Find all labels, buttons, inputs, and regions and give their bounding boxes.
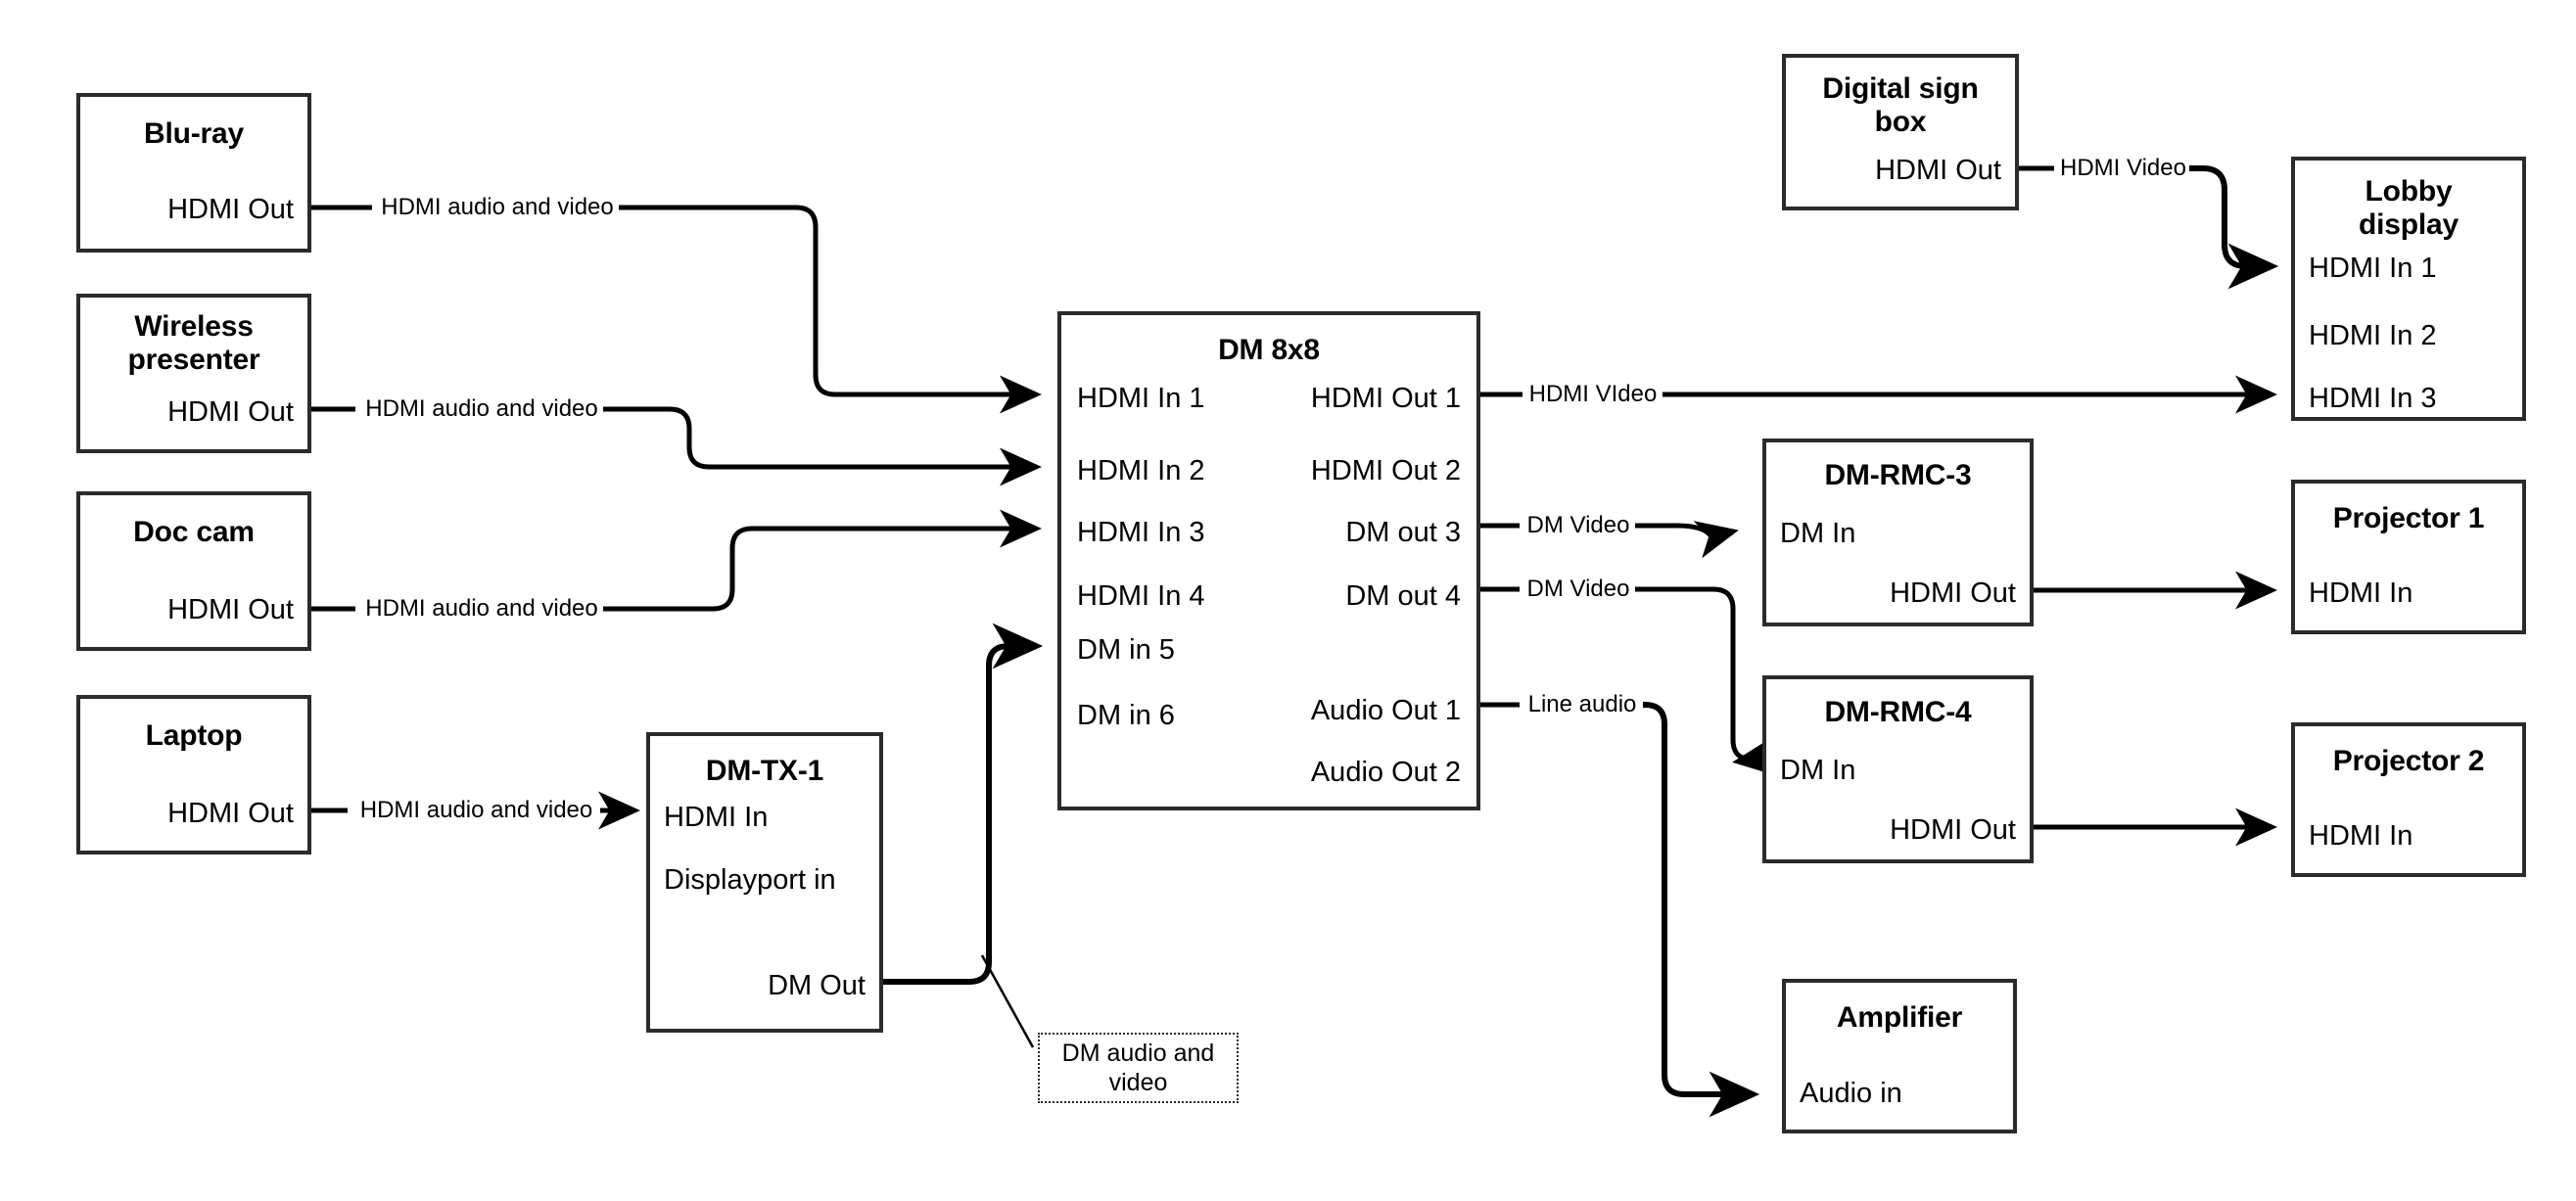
doc-cam-port-hdmi-out: HDMI Out <box>167 594 294 625</box>
node-dm-tx-1[interactable]: DM-TX-1 HDMI In Displayport in DM Out <box>646 732 883 1033</box>
wire-label-dm-out-3: DM Video <box>1522 512 1635 539</box>
wire-label-audio-out-1: Line audio <box>1522 691 1643 718</box>
dm-8x8-port-dm-in-6: DM in 6 <box>1077 700 1175 731</box>
dm-8x8-port-dm-in-5: DM in 5 <box>1077 634 1175 666</box>
node-wireless-presenter[interactable]: Wireless presenter HDMI Out <box>76 294 311 453</box>
dm-rmc-4-title: DM-RMC-4 <box>1824 696 1972 728</box>
wire-label-laptop: HDMI audio and video <box>352 797 600 824</box>
note-dm-audio-and-video: DM audio and video <box>1038 1033 1239 1103</box>
amplifier-title: Amplifier <box>1836 1001 1963 1034</box>
dm-8x8-port-dm-out-4: DM out 4 <box>1345 580 1461 612</box>
note-line-1: DM audio and <box>1061 1039 1215 1067</box>
lobby-display-title-line1: Lobby <box>2365 175 2453 208</box>
dm-rmc-3-port-dm-in: DM In <box>1780 518 1856 549</box>
laptop-port-hdmi-out: HDMI Out <box>167 798 294 829</box>
node-dm-rmc-4[interactable]: DM-RMC-4 DM In HDMI Out <box>1762 675 2034 863</box>
node-doc-cam[interactable]: Doc cam HDMI Out <box>76 491 311 651</box>
amplifier-port-audio-in: Audio in <box>1800 1078 1902 1109</box>
digital-sign-box-title-line1: Digital sign <box>1822 72 1979 105</box>
note-line-2: video <box>1108 1069 1168 1096</box>
dm-tx-1-title: DM-TX-1 <box>705 755 824 787</box>
wire-label-dm-out-4: DM Video <box>1522 576 1635 603</box>
node-blu-ray[interactable]: Blu-ray HDMI Out <box>76 93 311 253</box>
wire-label-doccam: HDMI audio and video <box>360 595 603 623</box>
wire-sign-to-lobby-in1 <box>2019 165 2279 290</box>
node-projector-2[interactable]: Projector 2 HDMI In <box>2291 722 2526 877</box>
lobby-display-title-line2: display <box>2359 208 2459 241</box>
blu-ray-title: Blu-ray <box>144 117 244 150</box>
node-dm-8x8[interactable]: DM 8x8 HDMI In 1 HDMI In 2 HDMI In 3 HDM… <box>1057 311 1480 810</box>
node-lobby-display[interactable]: Lobby display HDMI In 1 HDMI In 2 HDMI I… <box>2291 157 2526 421</box>
projector-1-port-hdmi-in: HDMI In <box>2309 577 2413 609</box>
dm-8x8-port-audio-out-2: Audio Out 2 <box>1310 757 1461 788</box>
dm-rmc-4-port-dm-in: DM In <box>1780 755 1856 786</box>
projector-2-title: Projector 2 <box>2332 745 2485 777</box>
projector-2-port-hdmi-in: HDMI In <box>2309 820 2413 852</box>
laptop-title: Laptop <box>145 719 243 752</box>
doc-cam-title: Doc cam <box>133 516 255 548</box>
dm-8x8-port-dm-out-3: DM out 3 <box>1345 517 1461 548</box>
dm-8x8-title: DM 8x8 <box>1218 334 1320 366</box>
projector-1-title: Projector 1 <box>2332 502 2485 534</box>
dm-rmc-4-port-hdmi-out: HDMI Out <box>1890 814 2016 846</box>
lobby-display-port-hdmi-in-1: HDMI In 1 <box>2309 253 2437 284</box>
wire-label-bluray: HDMI audio and video <box>376 194 619 221</box>
node-amplifier[interactable]: Amplifier Audio in <box>1782 979 2017 1133</box>
dm-8x8-port-hdmi-out-2: HDMI Out 2 <box>1310 455 1461 486</box>
lobby-display-port-hdmi-in-2: HDMI In 2 <box>2309 320 2437 351</box>
dm-8x8-port-audio-out-1: Audio Out 1 <box>1310 695 1461 726</box>
wire-label-hdmi-out-1: HDMI VIdeo <box>1523 381 1663 408</box>
dm-8x8-port-hdmi-in-1: HDMI In 1 <box>1077 383 1205 414</box>
node-digital-sign-box[interactable]: Digital sign box HDMI Out <box>1782 54 2019 210</box>
wireless-presenter-port-hdmi-out: HDMI Out <box>167 396 294 428</box>
wire-tx-dm-out-to-dm-in5 <box>883 623 1044 985</box>
dm-8x8-port-hdmi-out-1: HDMI Out 1 <box>1310 383 1461 414</box>
dm-tx-1-port-hdmi-in: HDMI In <box>664 802 769 833</box>
node-dm-rmc-3[interactable]: DM-RMC-3 DM In HDMI Out <box>1762 439 2034 626</box>
dm-tx-1-port-dm-out: DM Out <box>768 970 866 1001</box>
dm-8x8-port-hdmi-in-4: HDMI In 4 <box>1077 580 1205 612</box>
wire-bluray-to-dm-in1 <box>311 205 1042 414</box>
dm-8x8-port-hdmi-in-3: HDMI In 3 <box>1077 517 1205 548</box>
dm-rmc-3-title: DM-RMC-3 <box>1824 459 1972 491</box>
wire-label-digital-sign: HDMI Video <box>2056 155 2189 182</box>
wire-dm-out4-to-rmc4 <box>1480 586 1777 776</box>
blu-ray-port-hdmi-out: HDMI Out <box>167 194 294 225</box>
wireless-presenter-title-line2: presenter <box>127 344 260 376</box>
wire-label-wireless: HDMI audio and video <box>360 395 603 423</box>
leader-line-dm-audio-note <box>980 954 1035 1048</box>
digital-sign-box-title-line2: box <box>1874 106 1927 138</box>
wire-dm-audioout1-to-amplifier <box>1480 702 1760 1118</box>
node-projector-1[interactable]: Projector 1 HDMI In <box>2291 480 2526 634</box>
dm-rmc-3-port-hdmi-out: HDMI Out <box>1890 577 2016 609</box>
lobby-display-port-hdmi-in-3: HDMI In 3 <box>2309 383 2437 414</box>
node-laptop[interactable]: Laptop HDMI Out <box>76 695 311 855</box>
dm-8x8-port-hdmi-in-2: HDMI In 2 <box>1077 455 1205 486</box>
dm-tx-1-port-displayport-in: Displayport in <box>664 864 836 896</box>
wireless-presenter-title-line1: Wireless <box>134 310 254 343</box>
digital-sign-box-port-hdmi-out: HDMI Out <box>1875 155 2001 186</box>
